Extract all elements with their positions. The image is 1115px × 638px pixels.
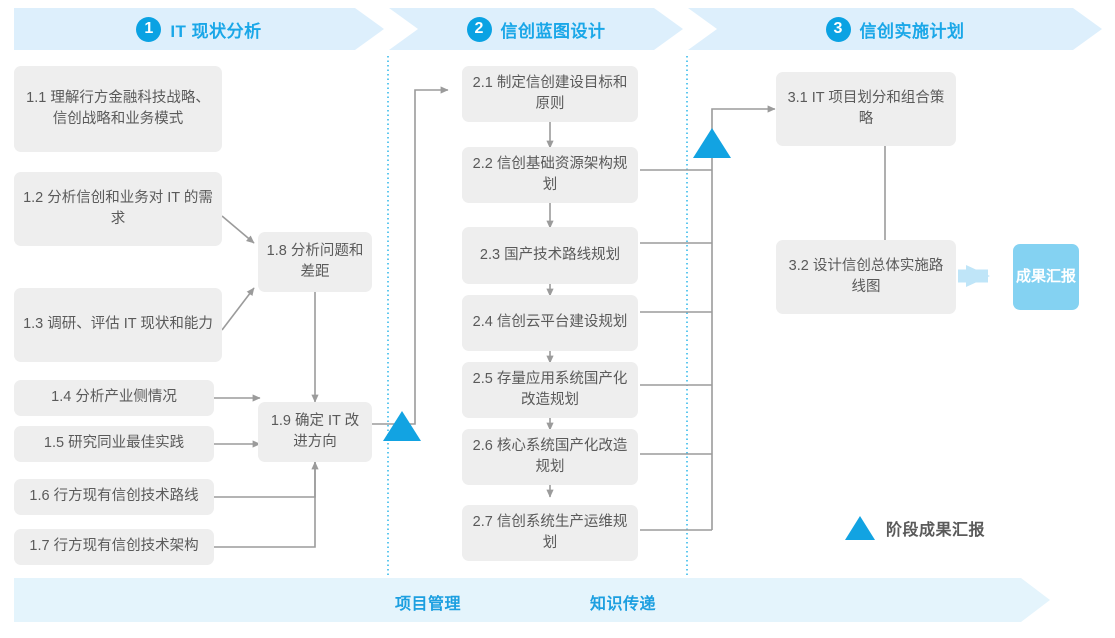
process-box-2-4[interactable]: 2.4 信创云平台建设规划 <box>462 295 638 351</box>
phase-title-1: IT 现状分析 <box>170 21 262 41</box>
bottom-label-knowledge-transfer: 知识传递 <box>590 596 657 613</box>
process-box-2-7[interactable]: 2.7 信创系统生产运维规划 <box>462 505 638 561</box>
process-box-3-2[interactable]: 3.2 设计信创总体实施路线图 <box>776 240 956 314</box>
milestone-triangle-phase2 <box>693 128 731 158</box>
legend: 阶段成果汇报 <box>845 516 985 540</box>
phase-band-2: 2 信创蓝图设计 <box>389 8 683 50</box>
phase-number-1: 1 <box>136 16 162 42</box>
phase-band-1: 1 IT 现状分析 <box>14 8 384 50</box>
phase-band-3: 3 信创实施计划 <box>688 8 1102 50</box>
wire-1-3-to-1-8 <box>221 287 255 331</box>
phase-title-3: 信创实施计划 <box>859 21 965 41</box>
phase-title-2: 信创蓝图设计 <box>500 21 606 41</box>
wire-1-9-to-2-1 <box>370 86 449 425</box>
process-box-1-7[interactable]: 1.7 行方现有信创技术架构 <box>14 529 214 565</box>
process-box-1-6[interactable]: 1.6 行方现有信创技术路线 <box>14 479 214 515</box>
process-box-1-8[interactable]: 1.8 分析问题和差距 <box>258 232 372 292</box>
process-box-2-2[interactable]: 2.2 信创基础资源架构规划 <box>462 147 638 203</box>
process-box-2-6[interactable]: 2.6 核心系统国产化改造规划 <box>462 429 638 485</box>
wire-1-2-to-1-8 <box>221 215 255 244</box>
wire-1-7-to-1-9 <box>214 462 316 548</box>
milestone-triangle-icon <box>845 516 875 540</box>
process-box-2-3[interactable]: 2.3 国产技术路线规划 <box>462 227 638 284</box>
result-report-box[interactable]: 成果汇报 <box>1013 244 1079 310</box>
wire-1-6-to-1-9 <box>214 461 319 498</box>
process-box-1-5[interactable]: 1.5 研究同业最佳实践 <box>14 426 214 462</box>
process-box-2-1[interactable]: 2.1 制定信创建设目标和原则 <box>462 66 638 122</box>
process-box-1-2[interactable]: 1.2 分析信创和业务对 IT 的需求 <box>14 172 222 246</box>
legend-label: 阶段成果汇报 <box>886 522 986 539</box>
phase-number-3: 3 <box>825 16 851 42</box>
result-report-label: 成果汇报 <box>1015 267 1076 285</box>
process-box-2-5[interactable]: 2.5 存量应用系统国产化改造规划 <box>462 362 638 418</box>
process-box-3-1[interactable]: 3.1 IT 项目划分和组合策略 <box>776 72 956 146</box>
process-box-1-3[interactable]: 1.3 调研、评估 IT 现状和能力 <box>14 288 222 362</box>
bottom-label-project-management: 项目管理 <box>395 596 462 613</box>
milestone-triangle-phase1 <box>383 411 421 441</box>
bottom-band <box>14 578 1050 622</box>
process-box-1-9[interactable]: 1.9 确定 IT 改进方向 <box>258 402 372 462</box>
process-box-1-4[interactable]: 1.4 分析产业侧情况 <box>14 380 214 416</box>
process-box-1-1[interactable]: 1.1 理解行方金融科技战略、信创战略和业务模式 <box>14 66 222 152</box>
phase-number-2: 2 <box>466 16 492 42</box>
